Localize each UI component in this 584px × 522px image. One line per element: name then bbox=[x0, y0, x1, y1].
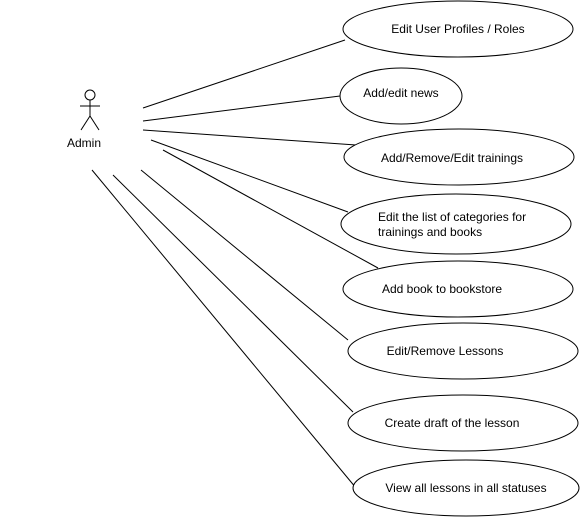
use-case-ellipse bbox=[339, 67, 463, 125]
association-line-uc-1 bbox=[142, 39, 346, 109]
use-case-ellipse bbox=[340, 193, 572, 255]
use-case-label: Add/Remove/Edit trainings bbox=[381, 151, 523, 165]
stick-figure-icon bbox=[80, 89, 100, 131]
use-case-label: Edit User Profiles / Roles bbox=[391, 22, 524, 36]
use-case-uc-1[interactable]: Edit User Profiles / Roles bbox=[342, 0, 574, 58]
use-case-uc-8[interactable]: View all lessons in all statuses bbox=[352, 459, 580, 517]
use-case-label: View all lessons in all statuses bbox=[385, 481, 546, 495]
use-case-uc-6[interactable]: Edit/Remove Lessons bbox=[347, 322, 579, 380]
association-line-uc-2 bbox=[142, 95, 341, 122]
use-case-label: Edit the list of categories for training… bbox=[378, 210, 529, 239]
use-case-ellipse bbox=[347, 394, 579, 452]
association-line-uc-7 bbox=[112, 174, 354, 413]
association-line-uc-5 bbox=[162, 149, 379, 269]
use-case-uc-5[interactable]: Add book to bookstore bbox=[342, 260, 574, 318]
use-case-ellipse bbox=[352, 459, 580, 517]
association-line-uc-6 bbox=[140, 169, 349, 341]
use-case-uc-7[interactable]: Create draft of the lesson bbox=[347, 394, 579, 452]
use-case-ellipse bbox=[347, 322, 579, 380]
use-case-label: Add book to bookstore bbox=[382, 282, 502, 296]
use-case-uc-3[interactable]: Add/Remove/Edit trainings bbox=[343, 128, 575, 186]
use-case-ellipse bbox=[342, 260, 574, 318]
use-case-label: Add/edit news bbox=[363, 86, 438, 100]
association-line-uc-4 bbox=[150, 139, 349, 213]
use-case-ellipse bbox=[343, 128, 575, 186]
actor-label: Admin bbox=[67, 136, 101, 150]
use-case-ellipse bbox=[342, 0, 574, 58]
actor-admin[interactable]: Admin bbox=[67, 89, 101, 150]
use-case-label: Edit/Remove Lessons bbox=[387, 344, 504, 358]
association-line-uc-8 bbox=[91, 169, 367, 501]
use-case-label: Create draft of the lesson bbox=[385, 416, 520, 430]
use-case-uc-2[interactable]: Add/edit news bbox=[339, 67, 463, 125]
use-case-uc-4[interactable]: Edit the list of categories for training… bbox=[340, 193, 572, 255]
associations bbox=[91, 39, 379, 501]
association-line-uc-3 bbox=[142, 129, 357, 146]
